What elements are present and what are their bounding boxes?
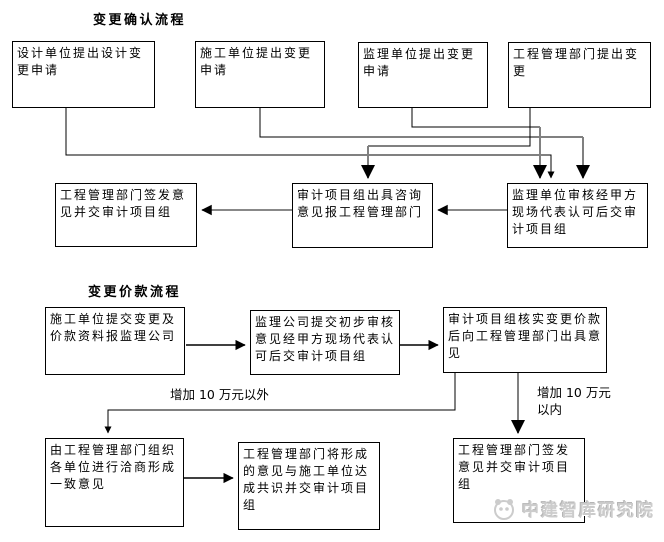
watermark-text: 中建智库研究院 [522,501,655,521]
node-audit-group-advice: 审计项目组出具咨询意见报工程管理部门 [292,183,433,248]
node-pm-dept-consensus: 工程管理部门将形成的意见与施工单位达成共识并交审计项目组 [238,442,380,530]
branch-label-within-100k-line1: 增加 10 万元 [537,385,611,400]
flow1-title: 变更确认流程 [93,13,187,28]
node-supervision-unit-request: 监理单位提出变更申请 [358,42,488,108]
node-supervision-preliminary-review: 监理公司提交初步审核意见经甲方现场代表认可后交审计项目组 [250,310,400,375]
node-construction-submit-price: 施工单位提交变更及价款资料报监理公司 [45,307,185,375]
flow2-title: 变更价款流程 [88,285,182,300]
panda-logo-icon [494,498,514,520]
branch-label-over-100k: 增加 10 万元以外 [170,387,269,402]
branch-label-within-100k: 增加 10 万元 以内 [537,384,611,418]
node-pm-dept-sign-issue: 工程管理部门签发意见并交审计项目组 [55,183,197,247]
node-design-unit-request: 设计单位提出设计变更申请 [12,41,155,108]
node-audit-verify-price: 审计项目组核实变更价款后向工程管理部门出具意见 [443,307,607,373]
watermark-logo: 中建智库研究院 [491,496,655,521]
node-pm-dept-propose: 工程管理部门提出变更 [508,42,651,108]
node-supervision-review: 监理单位审核经甲方现场代表认可后交审计项目组 [507,183,648,248]
node-pm-dept-sign-issue-2: 工程管理部门签发意见并交审计项目组 [453,438,585,523]
branch-label-within-100k-line2: 以内 [537,402,563,417]
node-pm-dept-organize-negotiation: 由工程管理部门组织各单位进行洽商形成一致意见 [45,438,184,527]
node-construction-unit-request: 施工单位提出变更申请 [195,41,325,108]
